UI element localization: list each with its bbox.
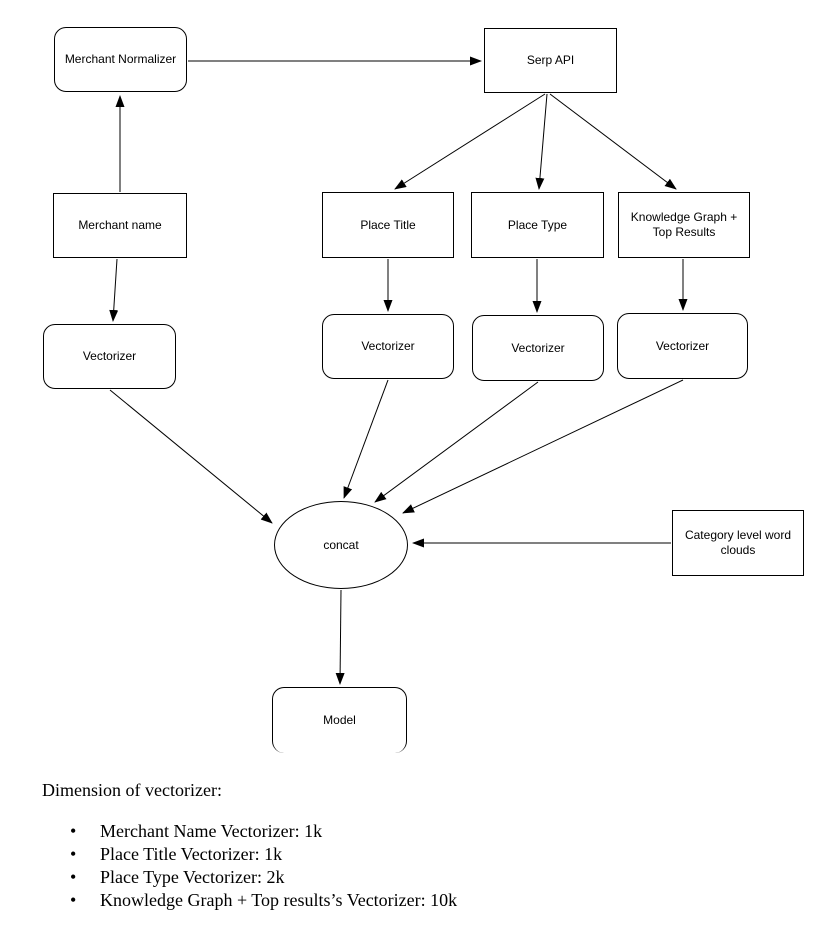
- bullet-dot: •: [70, 867, 77, 887]
- node-model: Model: [272, 687, 407, 753]
- edge-serp-api-to-knowledge-graph: [549, 93, 677, 190]
- vectorizer-dimension-list: • Merchant Name Vectorizer: 1k • Place T…: [0, 820, 780, 912]
- edge-concat-to-model: [335, 589, 345, 685]
- node-knowledge-graph: Knowledge Graph + Top Results: [618, 192, 750, 258]
- node-place-type: Place Type: [471, 192, 604, 258]
- node-merchant-name: Merchant name: [53, 193, 187, 258]
- edge-merchant-name-to-vectorizer: [109, 258, 119, 322]
- list-item: • Place Title Vectorizer: 1k: [0, 843, 780, 866]
- edge-serp-api-to-place-title: [394, 93, 546, 190]
- node-merchant-normalizer: Merchant Normalizer: [54, 27, 187, 92]
- node-concat: concat: [274, 501, 408, 589]
- node-vectorizer-place-title: Vectorizer: [322, 314, 454, 379]
- bullet-dot: •: [70, 890, 77, 910]
- edge-serp-api-to-place-type: [535, 93, 548, 190]
- edge-vectorizer-merchant-name-to-concat: [109, 389, 273, 524]
- node-vectorizer-place-type: Vectorizer: [472, 315, 604, 381]
- node-place-title: Place Title: [322, 192, 454, 258]
- list-item-text: Merchant Name Vectorizer: 1k: [100, 821, 323, 841]
- bullet-dot: •: [70, 844, 77, 864]
- list-item-text: Place Type Vectorizer: 2k: [100, 867, 285, 887]
- edge-vectorizer-place-type-to-concat: [374, 381, 539, 503]
- list-item: • Place Type Vectorizer: 2k: [0, 866, 780, 889]
- edge-vectorizer-knowledge-graph-to-concat: [402, 379, 684, 514]
- list-item-text: Place Title Vectorizer: 1k: [100, 844, 283, 864]
- flowchart-edges-svg: [109, 56, 688, 685]
- list-item: • Merchant Name Vectorizer: 1k: [0, 820, 780, 843]
- node-vectorizer-knowledge-graph: Vectorizer: [617, 313, 748, 379]
- list-item-text: Knowledge Graph + Top results’s Vectoriz…: [100, 890, 458, 910]
- node-vectorizer-merchant-name: Vectorizer: [43, 324, 176, 389]
- edge-vectorizer-place-title-to-concat: [343, 379, 389, 499]
- node-serp-api: Serp API: [484, 28, 617, 93]
- bullet-dot: •: [70, 821, 77, 841]
- node-category-word-clouds: Category level word clouds: [672, 510, 804, 576]
- notes-heading: Dimension of vectorizer:: [42, 780, 222, 800]
- list-item: • Knowledge Graph + Top results’s Vector…: [0, 889, 780, 912]
